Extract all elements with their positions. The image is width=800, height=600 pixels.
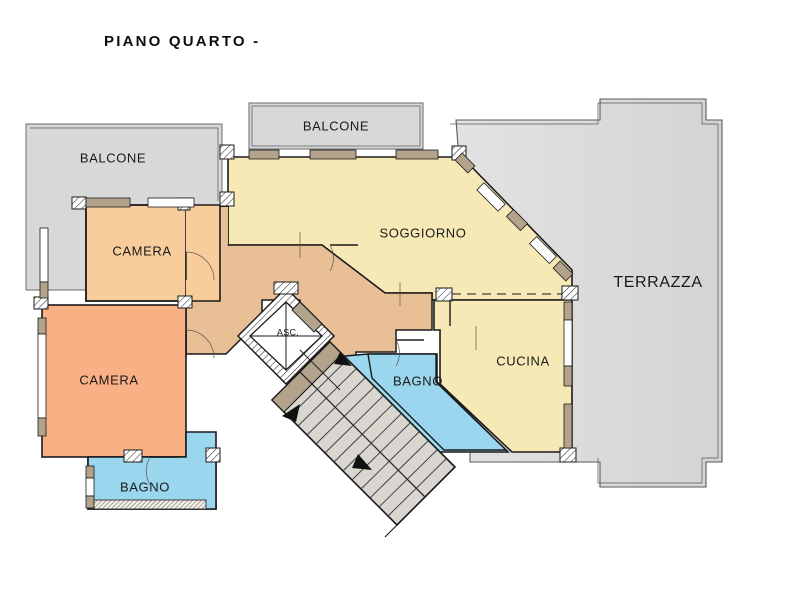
window-soggiorno-diagonal [454, 152, 574, 282]
bagno-lower-frame [87, 431, 217, 510]
pier-bagno-se [205, 447, 221, 463]
window-camera-lower-3 [37, 417, 47, 437]
pier-cucina-ne [561, 285, 579, 301]
elevator-shaft [236, 281, 341, 391]
pier-bagno-lower [123, 449, 143, 463]
label-terrazza: TERRAZZA [613, 274, 702, 291]
room-camera-lower [41, 304, 187, 458]
window-camera-upper-2 [147, 197, 195, 208]
stair-direction-arrow [282, 404, 300, 422]
label-camera-upper: CAMERA [112, 243, 171, 258]
elevator-diag [299, 349, 341, 391]
camera-lower-outline [41, 304, 187, 458]
balcone-top-inner-line [251, 105, 421, 147]
camera-upper-outline [85, 204, 187, 302]
pier-camera-lower-tl [33, 296, 49, 310]
balcone-top-outline [248, 102, 424, 150]
bagno-center-shape [367, 353, 508, 451]
window-cucina-1 [563, 301, 573, 321]
pier-camera-upper-left [71, 196, 87, 210]
window-diag-4 [528, 235, 558, 265]
window-diag-3 [505, 208, 529, 232]
page-title: PIANO QUARTO - [104, 33, 260, 50]
pier-cucina-nw [435, 287, 453, 302]
window-camera-upper-left [39, 227, 49, 283]
stair-stringer [299, 371, 426, 498]
camera-upper-extension [186, 205, 220, 301]
pier-corridor-sw [177, 295, 193, 309]
label-camera-lower: CAMERA [79, 372, 138, 387]
window-bagno-lower-1 [85, 465, 95, 479]
window-top-3 [395, 149, 439, 160]
window-diag-5 [552, 260, 574, 282]
room-balcone-top [248, 102, 424, 150]
label-soggiorno: SOGGIORNO [379, 225, 466, 240]
windows [37, 149, 574, 510]
terrazza-inner-line [450, 102, 719, 484]
label-bagno-lower: BAGNO [120, 479, 170, 494]
door-camera-lower [185, 329, 215, 359]
pier-cucina-se [559, 447, 577, 463]
room-label-group: BALCONE BALCONE CAMERA CAMERA BAGNO SOGG… [79, 118, 702, 494]
window-diag-2 [476, 182, 506, 212]
label-bagno-center: BAGNO [393, 373, 443, 388]
window-diag-1 [454, 152, 476, 174]
stair-direction-arrow-3 [352, 454, 372, 470]
door-soggiorno [329, 244, 358, 272]
window-cucina-3 [563, 365, 573, 387]
window-top-1 [248, 149, 280, 160]
stair-treads [288, 358, 448, 517]
window-camera-lower-1 [37, 317, 47, 335]
pier-top-left [219, 144, 235, 160]
pier-mid-left [219, 191, 235, 207]
wall-south-bagno [93, 499, 207, 510]
label-cucina: CUCINA [496, 353, 549, 368]
elevator-head-wall [273, 281, 299, 295]
stair-landing-edge [329, 341, 456, 468]
stair-block [270, 340, 457, 538]
door-bagno-center [395, 339, 424, 367]
window-cucina-4 [563, 403, 573, 449]
window-camera-upper-left-sill [39, 281, 49, 299]
room-camera-upper [85, 204, 221, 302]
label-balcone-left: BALCONE [80, 150, 146, 165]
stair-direction-arrow-2 [334, 352, 352, 366]
window-top-2 [309, 149, 357, 160]
door-camera-upper [185, 251, 215, 281]
window-bagno-lower-3 [85, 495, 95, 509]
window-camera-lower-2 [37, 333, 47, 419]
label-elevator-asc: ASC. [277, 327, 299, 337]
measure-ticks [299, 232, 477, 350]
doors [145, 244, 451, 486]
door-bagno-lower [145, 456, 178, 486]
window-bagno-lower-2 [85, 477, 95, 497]
elevator-door [291, 301, 323, 333]
window-camera-upper-1 [85, 197, 131, 208]
wall-piers [33, 144, 579, 463]
balcone-left-inner-line [30, 127, 219, 201]
label-balcone-top: BALCONE [303, 118, 369, 133]
corridor-outline [185, 206, 433, 380]
window-cucina-2 [563, 319, 573, 367]
